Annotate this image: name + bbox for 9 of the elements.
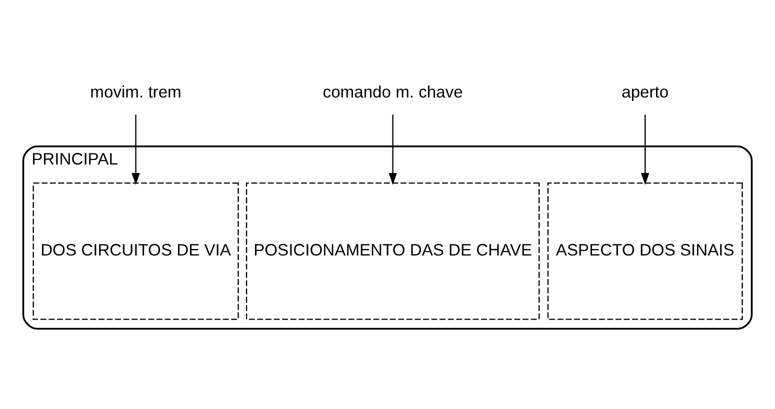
node-text: aperto (622, 82, 669, 101)
node-box: DOS CIRCUITOS DE VIA (32, 182, 239, 320)
node-box: ASPECTO DOS SINAIS (547, 182, 743, 320)
arrow (641, 114, 650, 184)
node-box: POSICIONAMENTO DAS DE CHAVE (246, 182, 540, 320)
arrow (132, 114, 140, 184)
node-text: comando m. chave (322, 82, 463, 101)
arrow (388, 114, 397, 184)
node-text: movim. trem (90, 82, 182, 101)
